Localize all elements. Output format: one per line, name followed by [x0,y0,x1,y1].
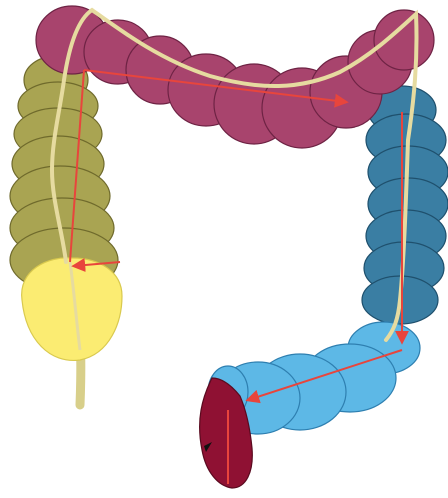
colon-diagram [0,0,448,498]
colon-illustration [0,0,448,498]
